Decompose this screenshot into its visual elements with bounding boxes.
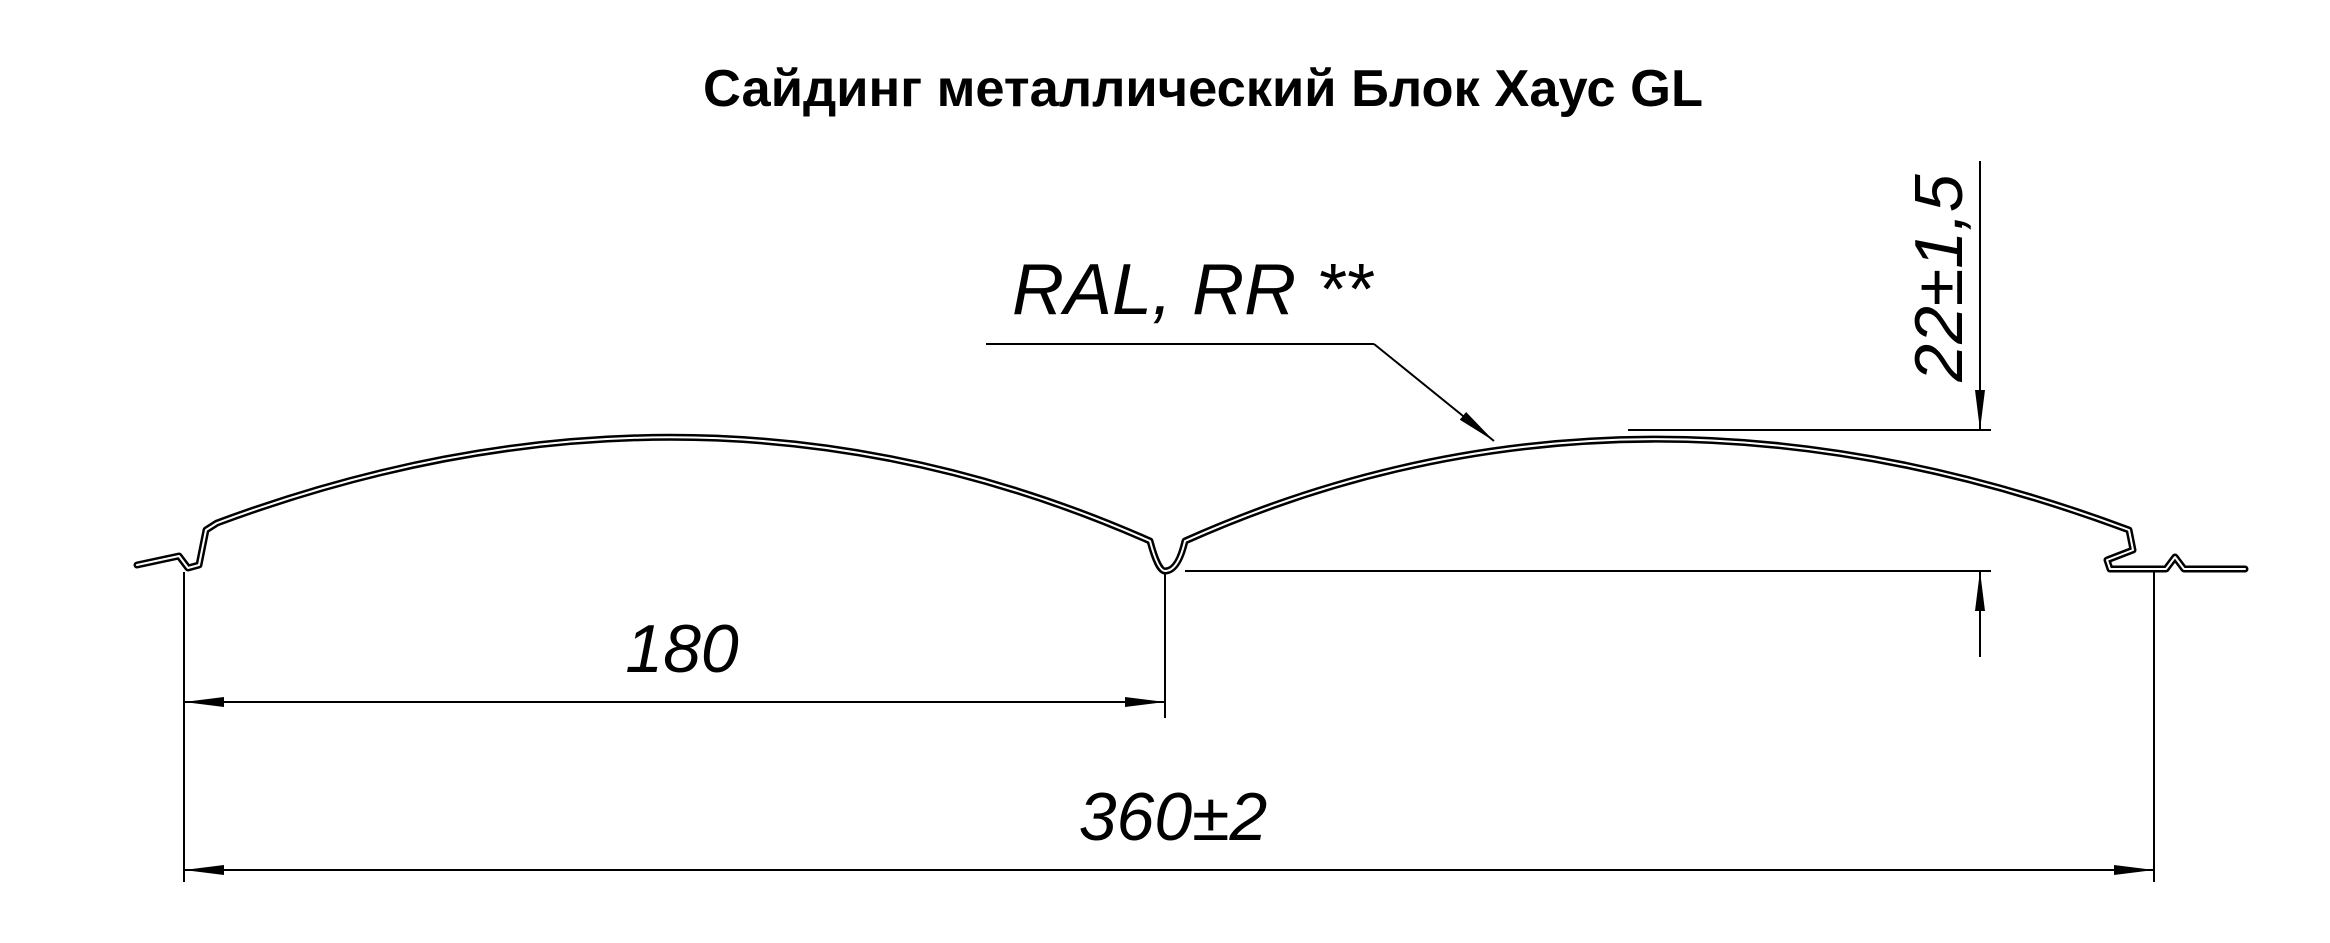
dimension-360-label: 360±2 — [1079, 779, 1268, 855]
dimension-height: 22±1,5 — [1901, 161, 1985, 657]
dimension-180: 180 — [184, 611, 1165, 707]
coating-label: RAL, RR ** — [1012, 250, 1374, 330]
dimension-360: 360±2 — [184, 779, 2154, 875]
drawing-title: Сайдинг металлический Блок Хаус GL — [703, 60, 1703, 118]
siding-profile — [133, 433, 2249, 575]
dimension-180-label: 180 — [625, 611, 739, 687]
coating-leader: RAL, RR ** — [986, 250, 1495, 442]
extension-lines — [183, 429, 2155, 882]
dimension-height-label: 22±1,5 — [1901, 174, 1977, 383]
